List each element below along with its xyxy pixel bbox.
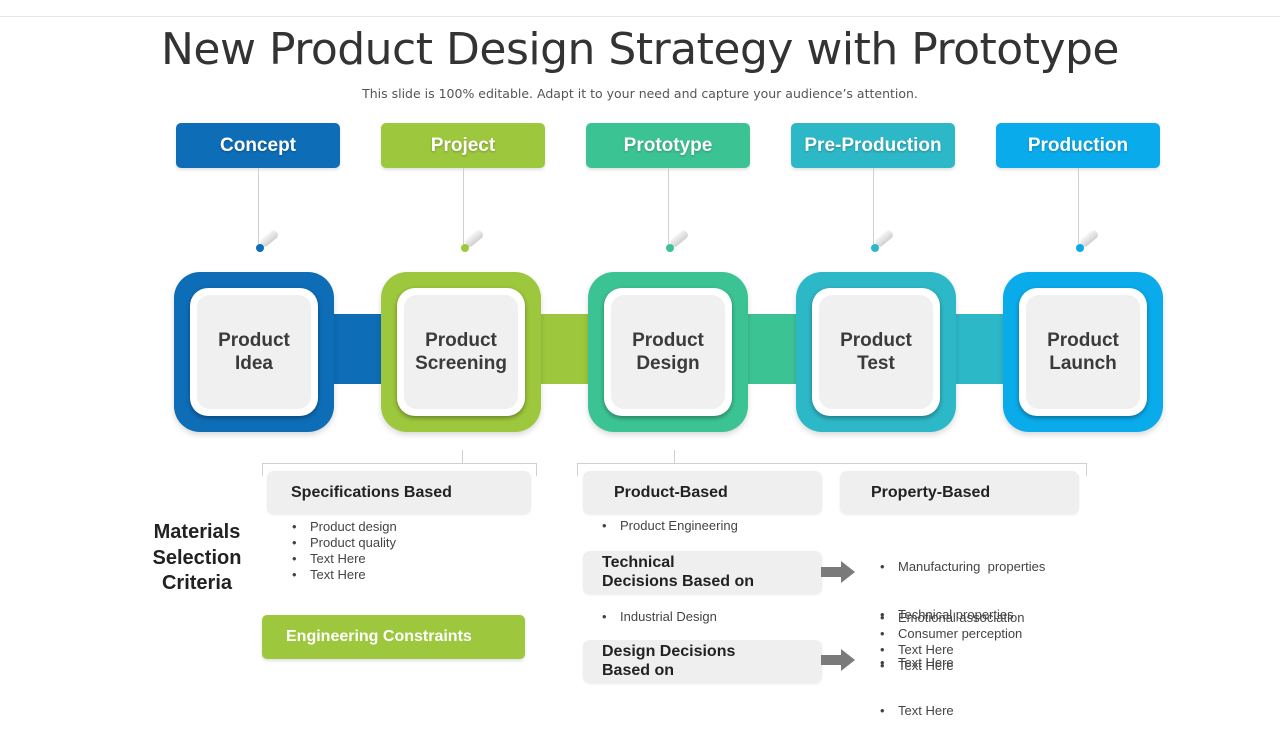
stage-concept: Concept [176,123,340,168]
list-item: Text Here [878,703,1045,719]
pin-icon [256,244,264,252]
stage-connector-line [258,168,259,244]
stage-pre-production: Pre-Production [791,123,955,168]
criteria-title: Materials Selection Criteria [152,521,242,594]
bracket-tick [674,450,675,463]
step-label: Product Screening [404,295,518,409]
step-label: Product Design [611,295,725,409]
list-item: Text Here [878,658,1024,674]
step-label: Product Launch [1026,295,1140,409]
list-item: Product quality [290,535,397,551]
step-product-screening: Product Screening [381,272,541,432]
technical-decisions-label: Technical Decisions Based on [583,551,822,594]
top-divider [0,16,1280,17]
bracket-tick [462,450,463,463]
engineering-constraints-label: Engineering Constraints [262,615,525,659]
pin-icon [461,244,469,252]
bracket [577,463,1087,476]
stage-connector-line [463,168,464,244]
specifications-based-label: Specifications Based [267,471,531,514]
arrow-right-icon [821,561,855,583]
product-based-label: Product-Based [583,471,822,514]
stage-production: Production [996,123,1160,168]
step-product-launch: Product Launch [1003,272,1163,432]
product-based-list: Product Engineering [600,518,738,534]
list-item: Emotional association [878,610,1024,626]
stage-connector-line [1078,168,1079,244]
property-based-list-2: Emotional association Consumer perceptio… [878,610,1024,674]
arrow-right-icon [821,649,855,671]
list-item: Text Here [290,551,397,567]
step-product-test: Product Test [796,272,956,432]
step-label: Product Idea [197,295,311,409]
specifications-list: Product design Product quality Text Here… [290,519,397,583]
pin-icon [1076,244,1084,252]
list-item: Consumer perception [878,626,1024,642]
step-product-idea: Product Idea [174,272,334,432]
step-label: Product Test [819,295,933,409]
list-item: Industrial Design [600,609,717,625]
product-based-list-2: Industrial Design [600,609,717,625]
page-title: New Product Design Strategy with Prototy… [160,24,1120,75]
bracket [262,463,537,476]
list-item: Manufacturing properties [878,559,1045,575]
pin-icon [666,244,674,252]
pin-icon [871,244,879,252]
stage-prototype: Prototype [586,123,750,168]
design-decisions-label: Design Decisions Based on [583,640,822,683]
list-item: Product Engineering [600,518,738,534]
step-product-design: Product Design [588,272,748,432]
list-item: Text Here [878,642,1024,658]
stage-connector-line [873,168,874,244]
page-subtitle: This slide is 100% editable. Adapt it to… [362,86,918,101]
property-based-label: Property-Based [840,471,1079,514]
list-item: Product design [290,519,397,535]
stage-connector-line [668,168,669,244]
stage-project: Project [381,123,545,168]
list-item: Text Here [290,567,397,583]
